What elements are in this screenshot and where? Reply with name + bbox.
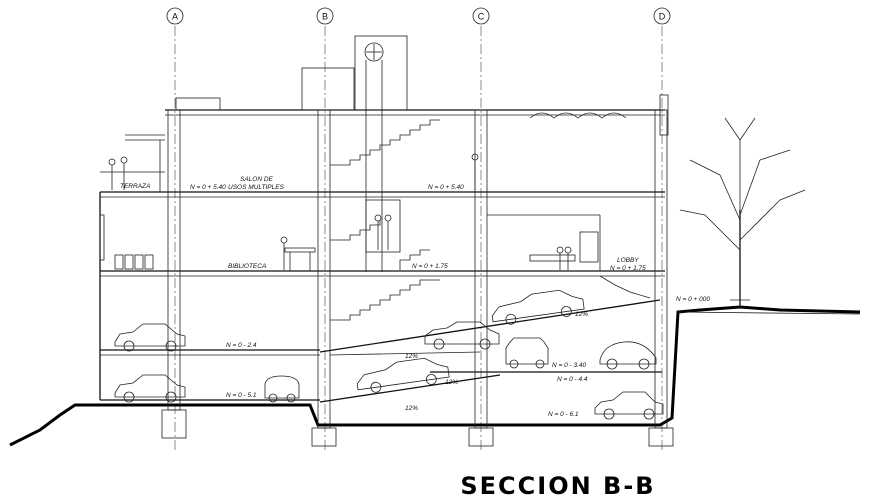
slope-label: 12% (575, 311, 588, 318)
car-icon (594, 391, 664, 420)
car-icon (114, 323, 186, 352)
grid-label-a: A (172, 12, 178, 22)
slope-labels: 12% 12% 12% 12% (405, 311, 588, 412)
roof-arches (529, 112, 627, 119)
library-chairs (114, 254, 154, 270)
furniture (114, 247, 576, 271)
grid-bubble-a (166, 7, 184, 25)
person-icon (120, 156, 128, 164)
level-label: N = 0 + 5.40 (190, 184, 226, 191)
tree-branch (739, 199, 781, 241)
ramp-railing (599, 275, 651, 299)
lobby-door (579, 231, 599, 263)
structure (99, 94, 674, 447)
footing-a (161, 409, 187, 439)
person-icon (556, 246, 564, 254)
ramp-underside (329, 351, 481, 356)
room-labels: TERRAZA SALON DE USOS MULTIPLES BIBLIOTE… (120, 176, 639, 270)
roof-equipment (175, 97, 221, 111)
grid-label-c: C (478, 12, 485, 22)
person-icon (108, 158, 116, 166)
person-icon (384, 214, 392, 222)
stairs (330, 119, 651, 321)
street-line (677, 311, 861, 315)
ramp-lower-left (319, 374, 501, 403)
person-icon (374, 214, 382, 222)
level-label: N = 0 - 6.1 (548, 411, 579, 418)
column-a (167, 109, 181, 411)
chair-1 (114, 254, 124, 270)
elevator-tower (175, 35, 408, 272)
left-window (99, 214, 105, 261)
room-label-salon-line1: SALON DE (240, 176, 274, 183)
chair-3 (134, 254, 144, 270)
library-desk (284, 247, 316, 253)
cars (114, 289, 664, 420)
slope-label: 12% (405, 353, 418, 360)
grid-label-b: B (322, 12, 328, 22)
lobby-sofa (529, 254, 576, 262)
slope-label: 12% (445, 379, 458, 386)
tree-icon (679, 117, 806, 307)
level-label: N = 0 - 2.4 (226, 342, 257, 349)
grid-bubble-b (316, 7, 334, 25)
column-d (654, 109, 668, 429)
stair-flight-upper (330, 119, 440, 166)
person-icon (280, 236, 288, 244)
tree-twig (689, 159, 721, 176)
car-icon (356, 357, 450, 393)
level-label: N = 0 + 1.75 (610, 265, 646, 272)
stair-flight-mid (330, 220, 381, 241)
room-label-terraza: TERRAZA (120, 183, 150, 190)
column-b (317, 109, 331, 429)
grid-bubble-c (472, 7, 490, 25)
grid-label-d: D (659, 12, 666, 22)
tree-branch (704, 214, 741, 251)
footing-b (311, 427, 337, 447)
person-icon (564, 246, 572, 254)
stair-flight-mid2 (399, 249, 430, 270)
drawing-title: SECCION B-B (460, 472, 655, 500)
chair-4 (144, 254, 154, 270)
tree-twig (739, 117, 756, 141)
grid-bubble-d (653, 7, 671, 25)
tree-twig (724, 117, 741, 141)
tree-twig (779, 189, 806, 201)
elevator-machine-room (354, 35, 408, 111)
car-icon (264, 375, 300, 403)
level-label: N = 0 + 5.40 (428, 184, 464, 191)
stair-flight-lower (330, 279, 440, 321)
parapet-right (659, 94, 669, 136)
car-icon (114, 374, 186, 403)
footing-d (648, 427, 674, 447)
level-label: N = 0 - 5.1 (226, 392, 257, 399)
room-label-salon-line2: USOS MULTIPLES (228, 184, 285, 191)
chair-2 (124, 254, 134, 270)
roof-stair-box (301, 67, 355, 111)
elevator-sheave-icon (364, 42, 384, 62)
car-icon (424, 321, 500, 350)
elevator-cab (365, 199, 401, 253)
tree-twig (759, 149, 791, 161)
level-label: N = 0 + 000 (676, 296, 710, 303)
grid-axes: A B C D (166, 7, 671, 450)
tree-branch (739, 159, 761, 216)
level-label: N = 0 + 1.75 (412, 263, 448, 270)
car-icon (505, 337, 549, 369)
level-label: N = 0 - 3.40 (552, 362, 587, 369)
car-icon (491, 289, 585, 325)
footing-c (468, 427, 494, 447)
car-icon (599, 341, 657, 370)
people (108, 153, 572, 270)
slope-label: 12% (405, 405, 418, 412)
level-label: N = 0 - 4.4 (557, 376, 588, 383)
room-label-lobby: LOBBY (617, 257, 639, 264)
room-label-biblioteca: BIBLIOTECA (228, 263, 266, 270)
ramp-upper (319, 299, 661, 353)
tree-branch (719, 174, 741, 221)
tree-twig (679, 209, 706, 216)
level-labels: N = 0 + 5.40 N = 0 + 5.40 N = 0 + 1.75 N… (190, 184, 710, 418)
